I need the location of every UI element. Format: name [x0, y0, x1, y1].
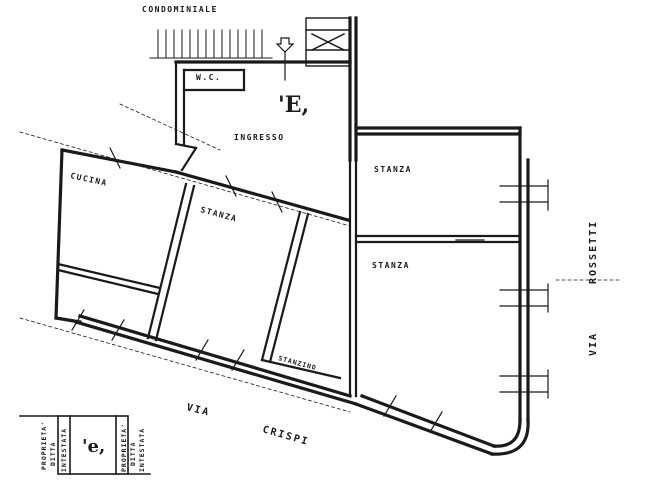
legend-box: [19, 415, 151, 475]
room-label-ingresso: INGRESSO: [234, 133, 285, 142]
stair-box: [305, 17, 351, 67]
street-label-via-right: VIA: [588, 332, 599, 356]
legend-right-line-1: PROPRIETA': [120, 423, 128, 472]
construction-lines: [19, 103, 621, 413]
legend-left-line-3: INTESTATA: [60, 428, 68, 472]
street-label-via-bottom: VIA: [185, 402, 211, 418]
condominium-label: CONDOMINIALE: [142, 5, 218, 14]
legend-left-line-1: PROPRIETA': [40, 421, 48, 470]
condominium-hatching: [149, 29, 273, 59]
room-label-stanzino: STANZINO: [277, 354, 317, 372]
room-label-stanza-upper-right: STANZA: [374, 165, 412, 174]
opening-marks: [71, 147, 549, 433]
entrance-arrow-icon: [275, 37, 295, 81]
unit-mark: 'E,: [278, 92, 309, 118]
room-label-stanza-center: STANZA: [199, 205, 238, 224]
outer-walls: [54, 16, 530, 457]
interior-walls: [56, 60, 522, 398]
room-label-stanza-lower-right: STANZA: [372, 261, 410, 270]
street-label-rossetti: ROSSETTI: [588, 220, 599, 284]
legend-mark: 'e,: [82, 436, 105, 457]
legend-right-line-3: INTESTATA: [138, 428, 146, 472]
street-label-crispi: CRISPI: [261, 424, 310, 448]
legend-right-line-2: DITTA: [129, 441, 137, 466]
legend-left-line-2: DITTA: [49, 441, 57, 466]
room-label-cucina: CUCINA: [70, 171, 109, 188]
room-label-wc: W.C.: [196, 73, 221, 82]
